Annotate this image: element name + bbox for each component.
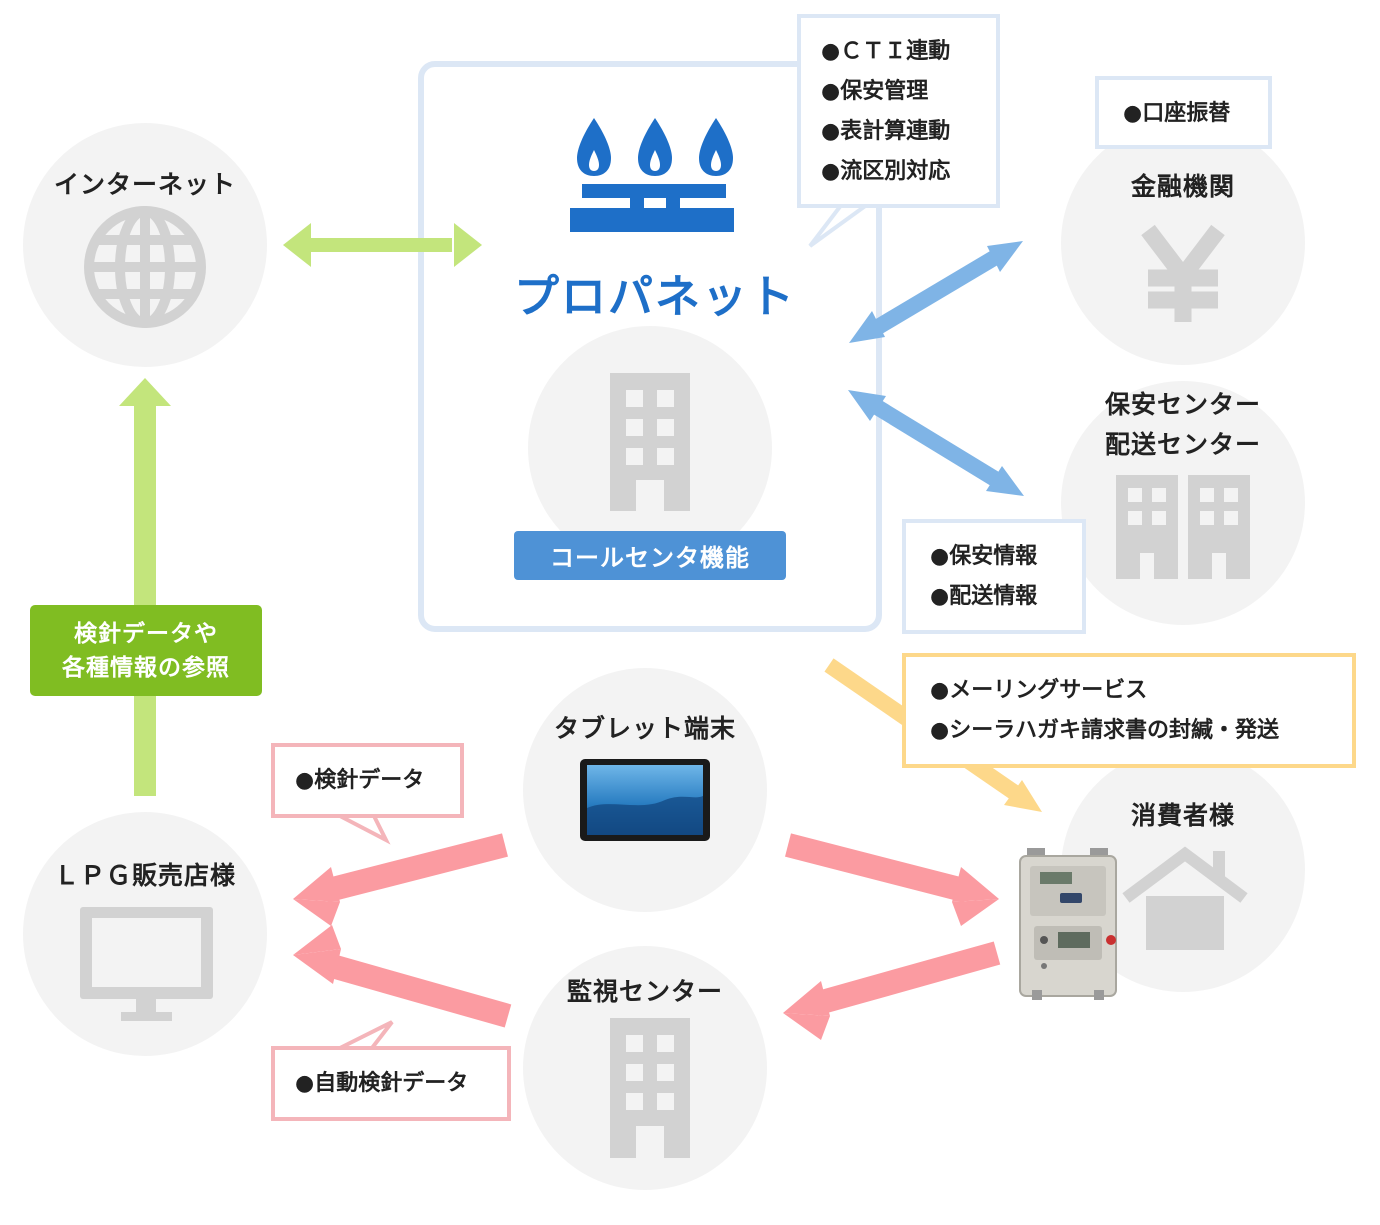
- callout-item: ●口座振替: [1123, 101, 1231, 126]
- propanet-brand: プロパネット: [513, 270, 796, 323]
- arrow-tablet-consumer: [785, 833, 999, 926]
- callout-finance: ●口座振替: [1095, 76, 1272, 149]
- callout-item: ●メーリングサービス: [930, 678, 1148, 703]
- consumer-label: 消費者様: [1130, 801, 1235, 830]
- callout-meter-data: ●検針データ: [271, 743, 464, 818]
- tablet-icon: [580, 759, 710, 841]
- safety-label-line1: 保安センター: [1104, 390, 1261, 419]
- arrow-propanet-safety: [848, 390, 1024, 496]
- consumer-circle: [1061, 748, 1305, 992]
- reference-badge-line2: 各種情報の参照: [62, 654, 230, 681]
- callout-auto-meter-data: ●自動検針データ: [271, 1046, 511, 1121]
- twin-building-icon: [1116, 475, 1250, 579]
- callout-item: ●ＣＴＩ連動: [821, 39, 951, 64]
- callout-safety: ●保安情報 ●配送情報: [902, 519, 1086, 634]
- callout-item: ●自動検針データ: [295, 1071, 469, 1096]
- tablet-label: タブレット端末: [553, 714, 736, 743]
- lpg-label: ＬＰＧ販売店様: [53, 861, 236, 890]
- arrow-propanet-finance: [849, 241, 1023, 343]
- house-icon: [1122, 846, 1248, 950]
- globe-icon: [84, 206, 206, 328]
- callout-mailing: ●メーリングサービス ●シーラハガキ請求書の封緘・発送: [902, 653, 1356, 768]
- callout-tail-features: [808, 202, 875, 248]
- arrow-internet-propanet: [283, 223, 482, 267]
- safety-label-line2: 配送センター: [1104, 430, 1261, 459]
- callout-item: ●配送情報: [930, 584, 1038, 609]
- callout-propanet-features: ●ＣＴＩ連動 ●保安管理 ●表計算連動 ●流区別対応: [797, 14, 1000, 208]
- callcenter-badge: コールセンタ機能: [514, 531, 786, 580]
- finance-circle: [1061, 121, 1305, 365]
- monitor-label: 監視センター: [566, 977, 723, 1006]
- yen-icon: [1141, 224, 1225, 322]
- propanet-frame: [418, 61, 882, 632]
- building-icon: [610, 373, 690, 511]
- arrow-tablet-lpg: [293, 833, 508, 926]
- callout-tail-meter: [339, 814, 391, 845]
- gas-burner-icon: [570, 118, 734, 232]
- monitor-icon: [80, 907, 213, 1021]
- arrow-monitor-lpg: [293, 925, 512, 1028]
- callout-item: ●流区別対応: [821, 159, 951, 184]
- reference-badge: 検針データや 各種情報の参照: [30, 605, 262, 696]
- gas-meter-icon: [1019, 848, 1117, 1000]
- callout-item: ●シーラハガキ請求書の封緘・発送: [930, 718, 1279, 743]
- reference-badge-line1: 検針データや: [74, 620, 218, 647]
- building-icon: [610, 1018, 690, 1158]
- finance-label: 金融機関: [1130, 172, 1235, 201]
- callout-item: ●保安情報: [930, 544, 1038, 569]
- arrow-lpg-internet: [119, 378, 171, 796]
- callout-item: ●保安管理: [821, 79, 929, 104]
- internet-label: インターネット: [53, 170, 236, 199]
- callout-tail-auto-meter: [339, 1020, 394, 1050]
- callout-item: ●表計算連動: [821, 119, 951, 144]
- callout-item: ●検針データ: [295, 768, 425, 793]
- arrow-consumer-monitor: [783, 941, 1001, 1040]
